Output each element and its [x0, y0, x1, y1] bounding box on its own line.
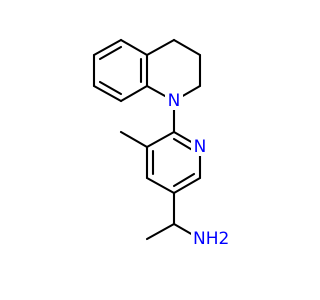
double-bond-p1-p2 [172, 137, 196, 153]
double-bond-c5-c4 [98, 80, 123, 96]
bond-p4-p5 [145, 176, 176, 195]
bond-c1-c2 [119, 38, 149, 57]
atom-label-n-pyridine: N [194, 137, 207, 157]
double-bond-c6-c1 [98, 45, 123, 61]
bond-methyl [119, 130, 149, 149]
atom-label-n-quinoline: N [168, 91, 181, 111]
nh2-bg [191, 229, 225, 249]
n-pyridine-bg [191, 138, 209, 156]
double-bond-p3-p4 [172, 172, 196, 188]
bond-c3-c4 [119, 84, 149, 103]
bond-ch2a-ch2b [172, 38, 202, 57]
molecule-structure: N N NH2 [92, 38, 229, 249]
atom-label-nh2: NH2 [193, 229, 229, 249]
bond-c2-ch2a [145, 38, 176, 57]
bond-c4-c5 [92, 84, 123, 103]
bond-ch-ch3 [145, 222, 176, 241]
bond-p6-p1 [145, 130, 176, 149]
bond-c6-c1 [92, 38, 123, 57]
n-quinoline-bg [165, 92, 183, 110]
molecule-canvas: N N NH2 [92, 38, 229, 249]
bond-p3-p4 [172, 176, 202, 195]
